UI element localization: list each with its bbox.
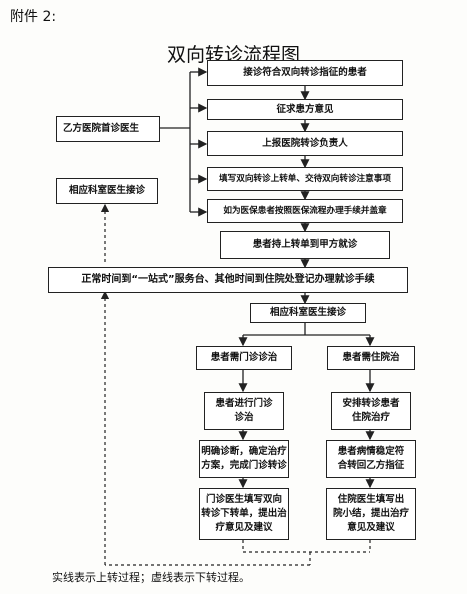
outpatient-needed: 患者需门诊诊治	[196, 346, 292, 370]
attachment-label: 附件 2:	[10, 9, 57, 25]
inpatient-discharge-summary: 住院医生填写出 院小结，提出治疗 意见及建议	[326, 488, 416, 540]
step-report-manager: 上报医院转诊负责人	[207, 131, 403, 156]
step-ask-opinion: 征求患方意见	[207, 99, 403, 120]
inpatient-needed: 患者需住院治	[327, 346, 415, 370]
step-insurance-procedure: 如为医保患者按照医保流程办理手续并盖章	[207, 199, 403, 223]
first-doctor-box: 乙方医院首诊医生	[56, 116, 160, 142]
outpatient-diagnosis: 明确诊断，确定治疗 方案，完成门诊转诊	[199, 440, 289, 478]
side-receive-box: 相应科室医生接诊	[56, 178, 158, 204]
inpatient-stable: 患者病情稳定符 合转回乙方指征	[326, 440, 416, 478]
legend-text: 实线表示上转过程；虚线表示下转过程。	[52, 571, 250, 584]
inpatient-arrange: 安排转诊患者 住院治疗	[331, 392, 411, 430]
step-go-to-hospital-a: 患者持上转单到甲方就诊	[220, 231, 390, 259]
step-receive-patient: 接诊符合双向转诊指征的患者	[207, 60, 403, 86]
step-fill-transfer-form: 填写双向转诊上转单、交待双向转诊注意事项	[207, 167, 403, 191]
dept-doctor-receive: 相应科室医生接诊	[250, 303, 366, 323]
registration-bar: 正常时间到“一站式”服务台、其他时间到住院处登记办理就诊手续	[48, 267, 408, 293]
outpatient-down-referral: 门诊医生填写双向 转诊下转单，提出治 疗意见及建议	[199, 488, 289, 540]
outpatient-treatment: 患者进行门诊 诊治	[204, 392, 284, 430]
